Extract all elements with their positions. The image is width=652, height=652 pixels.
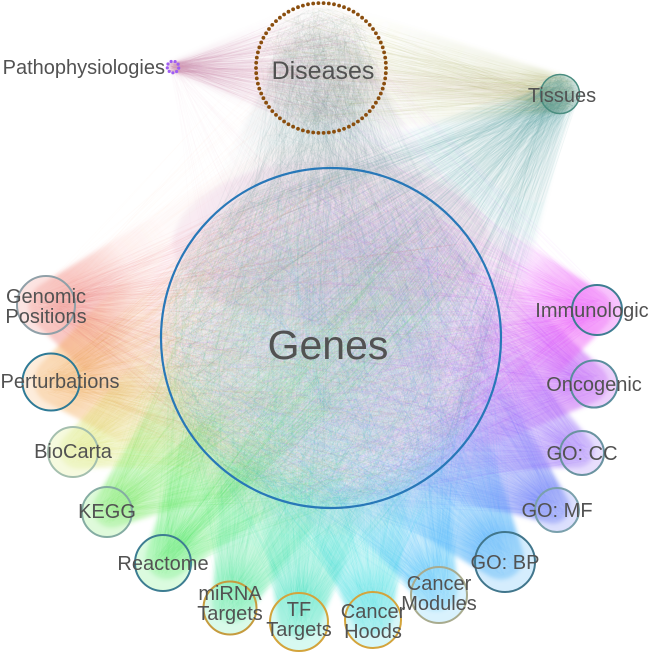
svg-text:GO: MF: GO: MF [521,500,592,522]
svg-text:TF: TF [287,599,311,621]
svg-text:Targets: Targets [266,619,332,641]
svg-text:BioCarta: BioCarta [34,441,113,463]
svg-text:KEGG: KEGG [78,501,136,523]
svg-text:GO: BP: GO: BP [471,552,540,574]
svg-text:Cancer: Cancer [341,601,406,623]
svg-text:Positions: Positions [5,306,86,328]
svg-text:Modules: Modules [401,593,477,615]
svg-text:Pathophysiologies: Pathophysiologies [3,57,165,79]
svg-text:Perturbations: Perturbations [1,371,120,393]
svg-text:Cancer: Cancer [407,573,472,595]
svg-text:GO: CC: GO: CC [546,443,617,465]
svg-text:Oncogenic: Oncogenic [546,374,642,396]
svg-text:Immunologic: Immunologic [535,300,648,322]
svg-text:miRNA: miRNA [198,583,262,605]
svg-text:Hoods: Hoods [344,621,402,643]
svg-text:Diseases: Diseases [272,57,375,85]
svg-text:Genes: Genes [268,322,389,368]
svg-text:Tissues: Tissues [528,85,596,107]
svg-text:Genomic: Genomic [6,286,86,308]
svg-text:Reactome: Reactome [117,553,208,575]
svg-text:Targets: Targets [197,603,263,625]
